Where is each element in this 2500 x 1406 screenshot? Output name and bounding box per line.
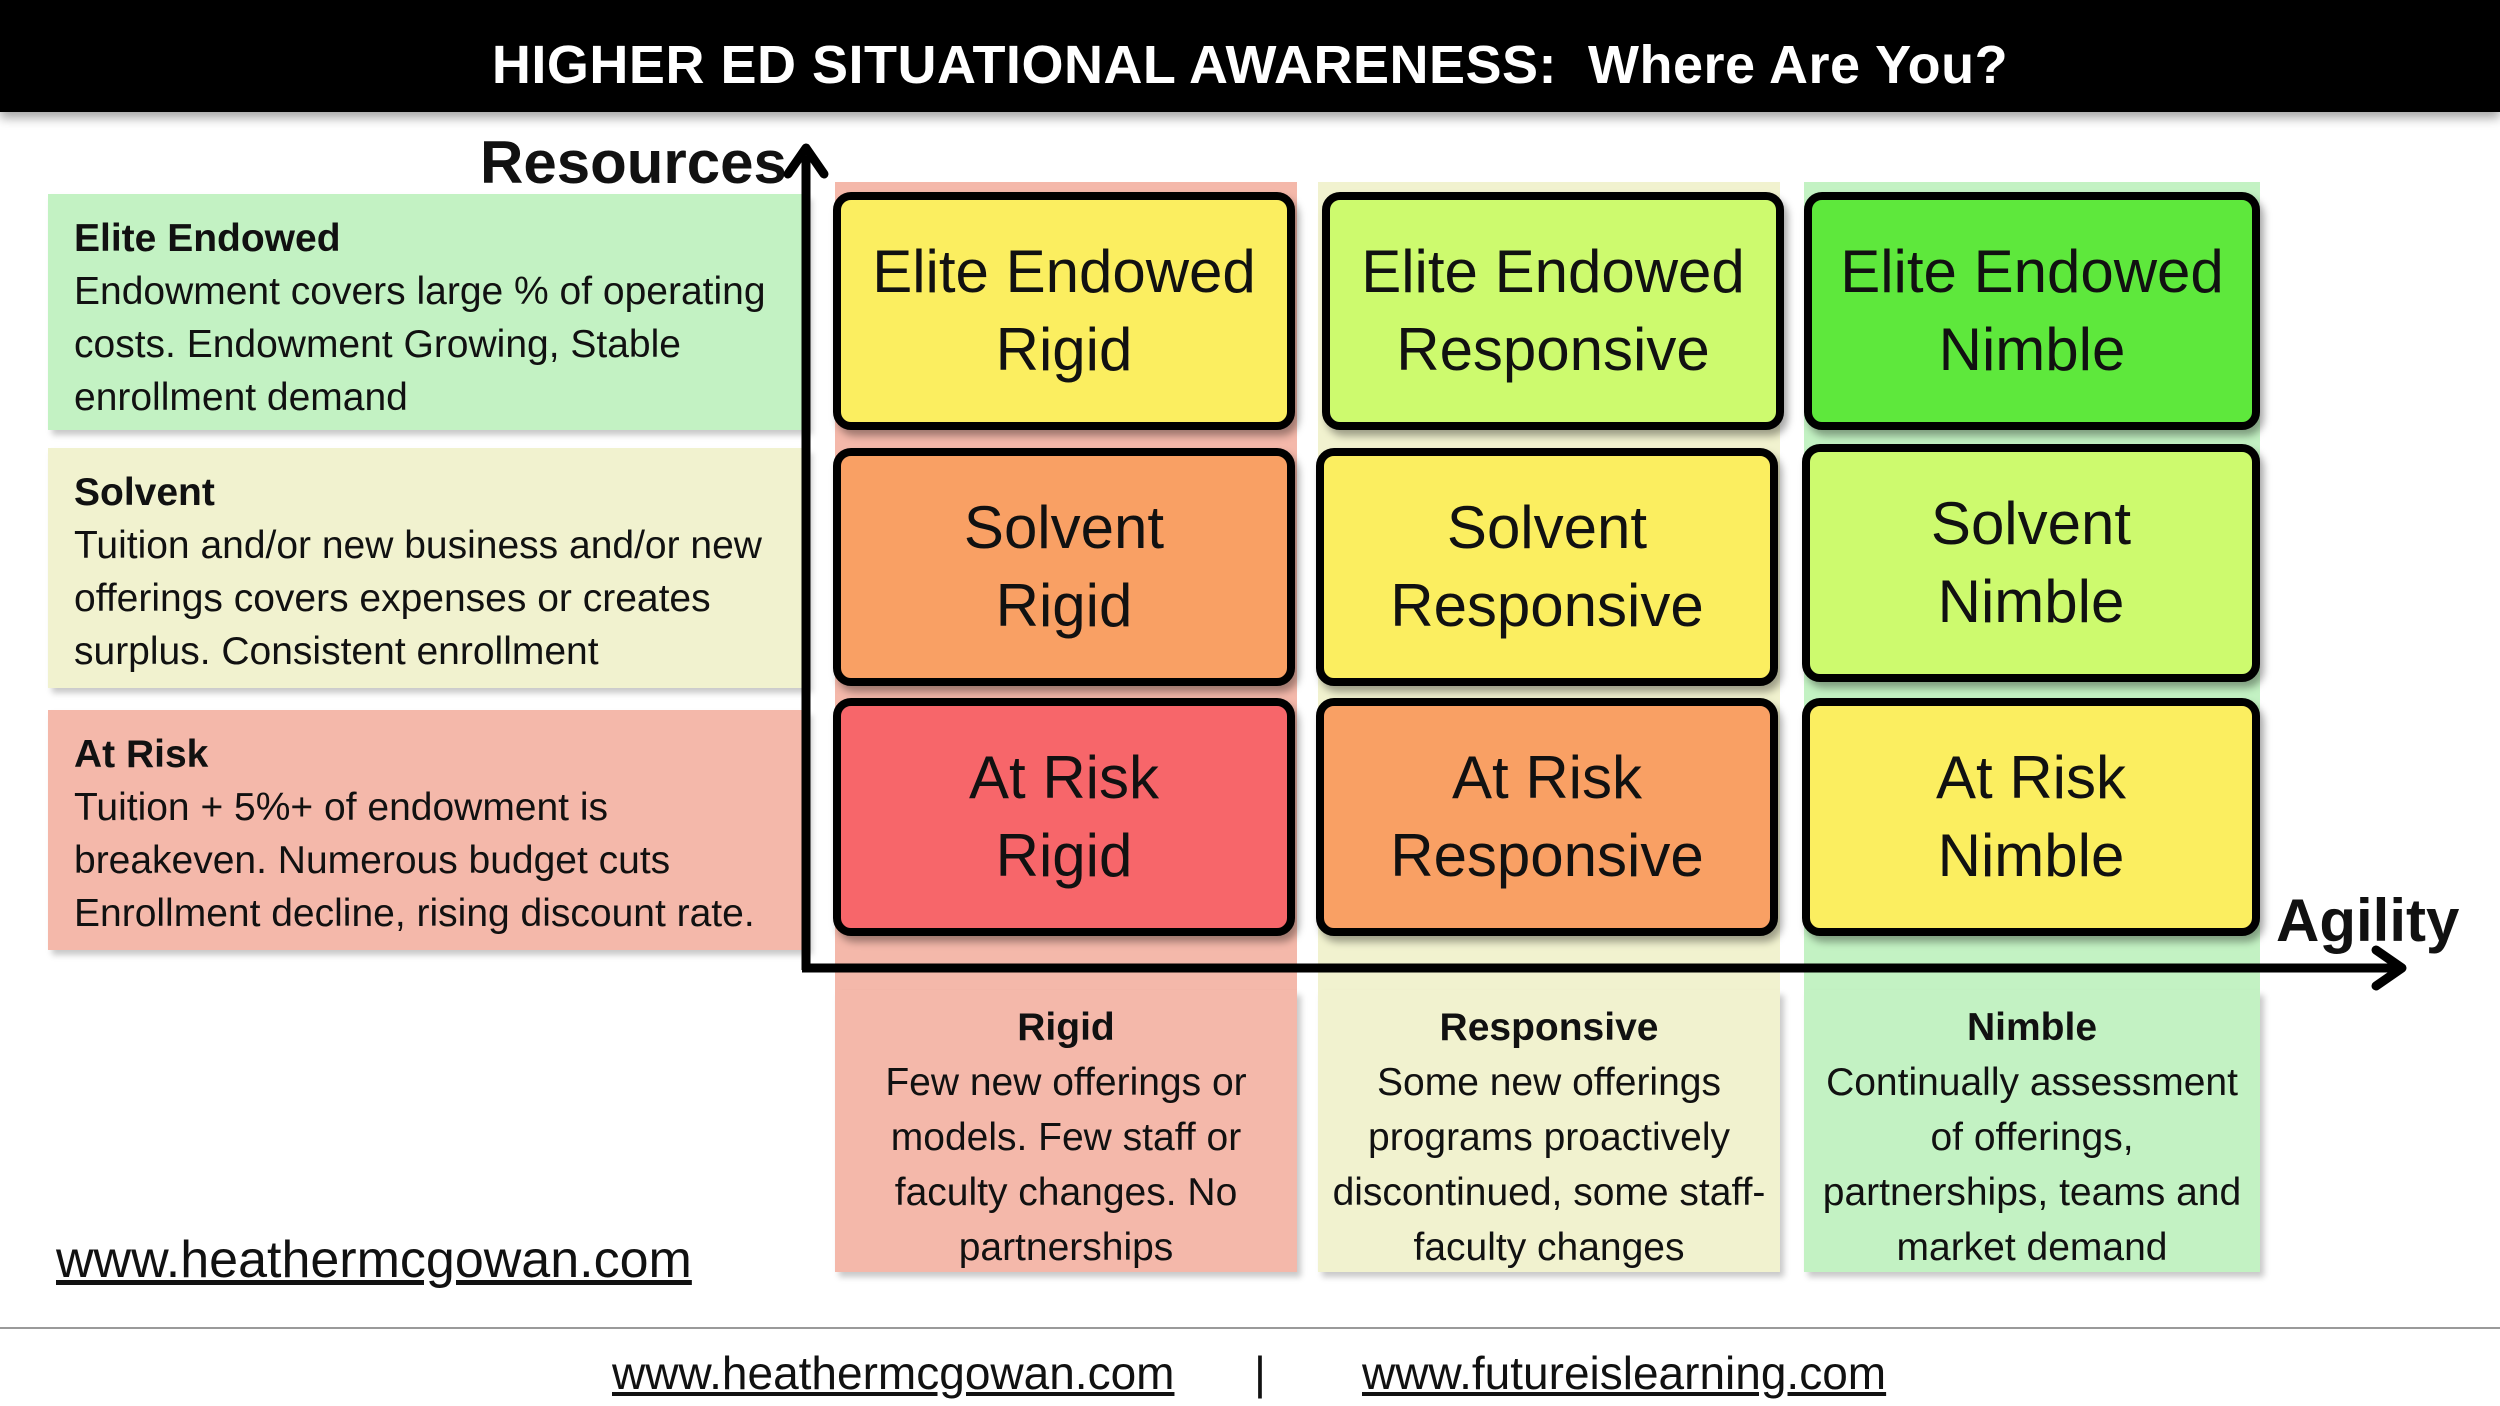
cell-line2: Responsive — [1390, 822, 1704, 889]
cell-line2: Nimble — [1937, 822, 2125, 889]
cell-line2: Responsive — [1390, 572, 1704, 639]
agility-desc-title: Rigid — [1017, 1006, 1115, 1049]
agility-desc-text: Few new offerings or models. Few staff o… — [885, 1061, 1247, 1269]
resource-desc-text: Tuition and/or new business and/or new o… — [74, 524, 762, 673]
resource-desc-text: Tuition + 5%+ of endowment is breakeven.… — [74, 786, 755, 935]
cell-line2: Rigid — [995, 822, 1133, 889]
cell-line1: Elite Endowed — [872, 238, 1256, 305]
agility-desc-responsive: Responsive Some new offerings programs p… — [1318, 990, 1780, 1272]
resource-desc-elite-endowed: Elite Endowed Endowment covers large % o… — [48, 194, 808, 430]
page-title: HIGHER ED SITUATIONAL AWARENESS: Where A… — [491, 35, 2009, 95]
cell-line2: Responsive — [1396, 316, 1710, 383]
cell-line2: Rigid — [995, 316, 1133, 383]
cell-line2: Nimble — [1938, 316, 2126, 383]
cell-line1: Solvent — [1930, 490, 2132, 557]
title-bar — [0, 0, 2500, 112]
footer-link-heathermcgowan[interactable]: www.heathermcgowan.com — [612, 1347, 1175, 1399]
matrix-cell-at-risk-rigid: At Risk Rigid — [833, 698, 1295, 936]
matrix-cell-solvent-nimble: Solvent Nimble — [1802, 444, 2260, 682]
matrix-cell-at-risk-responsive: At Risk Responsive — [1316, 698, 1778, 936]
y-axis-label: Resources — [480, 129, 787, 196]
resource-desc-title: Solvent — [74, 471, 215, 514]
site-link-main[interactable]: www.heathermcgowan.com — [56, 1231, 692, 1289]
resource-desc-solvent: Solvent Tuition and/or new business and/… — [48, 448, 808, 688]
x-axis-arrowhead — [2371, 945, 2407, 991]
cell-line1: Solvent — [1446, 494, 1648, 561]
x-axis-label: Agility — [2276, 887, 2460, 954]
cell-line1: At Risk — [968, 744, 1160, 811]
cell-line1: Elite Endowed — [1840, 238, 2224, 305]
matrix-cell-solvent-responsive: Solvent Responsive — [1316, 448, 1778, 686]
cell-line2: Nimble — [1937, 568, 2125, 635]
agility-desc-text: Some new offerings programs proactively … — [1332, 1061, 1766, 1269]
matrix-cell-at-risk-nimble: At Risk Nimble — [1802, 698, 2260, 936]
matrix-cell-elite-endowed-responsive: Elite Endowed Responsive — [1322, 192, 1784, 430]
y-axis-arrowhead — [783, 143, 829, 179]
resource-desc-title: Elite Endowed — [74, 217, 341, 260]
agility-desc-title: Responsive — [1439, 1006, 1659, 1049]
footer-link-futureislearning[interactable]: www.futureislearning.com — [1362, 1347, 1887, 1399]
cell-line1: Elite Endowed — [1361, 238, 1745, 305]
cell-line1: Solvent — [963, 494, 1165, 561]
agility-desc-rigid: Rigid Few new offerings or models. Few s… — [835, 990, 1297, 1272]
footer-separator: | — [1254, 1347, 1266, 1399]
agility-desc-nimble: Nimble Continually assessment of offerin… — [1804, 990, 2260, 1272]
cell-line1: At Risk — [1935, 744, 2127, 811]
matrix-cell-solvent-rigid: Solvent Rigid — [833, 448, 1295, 686]
matrix-cell-elite-endowed-nimble: Elite Endowed Nimble — [1804, 192, 2260, 430]
agility-desc-text: Continually assessment of offerings, par… — [1822, 1061, 2242, 1269]
resource-desc-title: At Risk — [74, 733, 209, 776]
cell-line1: At Risk — [1451, 744, 1643, 811]
matrix-cell-elite-endowed-rigid: Elite Endowed Rigid — [833, 192, 1295, 430]
agility-desc-title: Nimble — [1966, 1006, 2098, 1049]
resource-desc-text: Endowment covers large % of operating co… — [74, 270, 766, 419]
resource-desc-at-risk: At Risk Tuition + 5%+ of endowment is br… — [48, 710, 808, 950]
cell-line2: Rigid — [995, 572, 1133, 639]
